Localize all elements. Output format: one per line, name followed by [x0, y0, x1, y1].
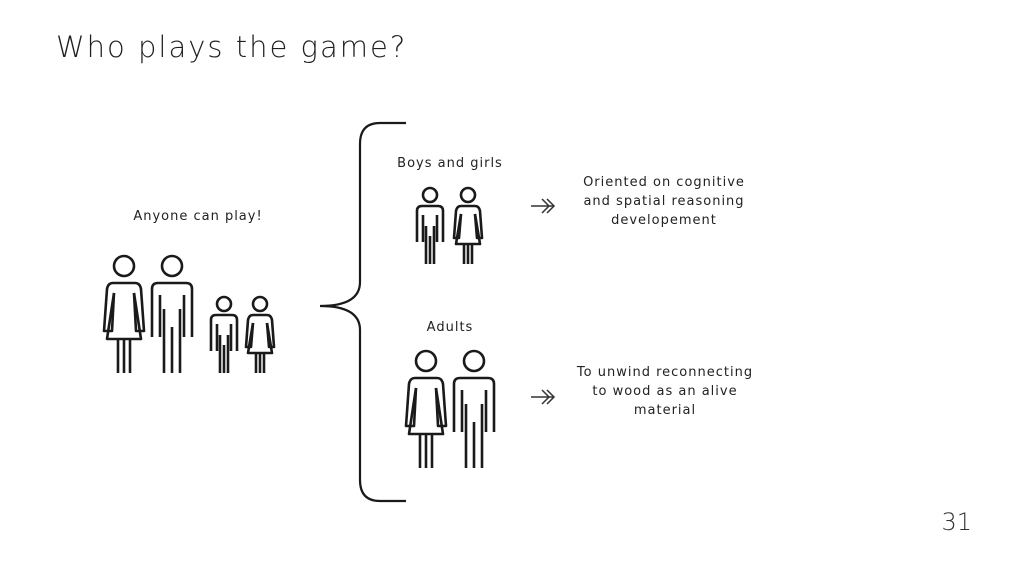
description-line: to wood as an alive	[592, 384, 738, 399]
curly-brace	[319, 121, 406, 503]
anyone-can-play-caption: Anyone can play!	[133, 209, 263, 224]
boys-and-girls-heading: Boys and girls	[397, 156, 503, 171]
page-number: 31	[941, 508, 972, 536]
boy-icon	[415, 186, 445, 264]
woman-icon	[102, 254, 146, 373]
description-line: material	[633, 403, 697, 418]
description-line: To unwind reconnecting	[576, 365, 754, 380]
adults-heading: Adults	[426, 320, 474, 335]
boys-and-girls-description: Oriented on cognitive and spatial reason…	[562, 173, 766, 230]
double-arrow-right-icon	[531, 198, 556, 214]
boy-icon	[209, 295, 239, 373]
woman-icon	[404, 349, 448, 468]
girl-icon	[244, 295, 276, 373]
slide-title: Who plays the game?	[56, 30, 408, 64]
description-line: developement	[611, 213, 717, 228]
adults-description: To unwind reconnecting to wood as an ali…	[560, 363, 770, 420]
description-line: and spatial reasoning	[583, 194, 745, 209]
man-icon	[150, 254, 194, 373]
girl-icon	[452, 186, 484, 264]
man-icon	[452, 349, 496, 468]
description-line: Oriented on cognitive	[583, 175, 745, 190]
double-arrow-right-icon	[531, 389, 556, 405]
